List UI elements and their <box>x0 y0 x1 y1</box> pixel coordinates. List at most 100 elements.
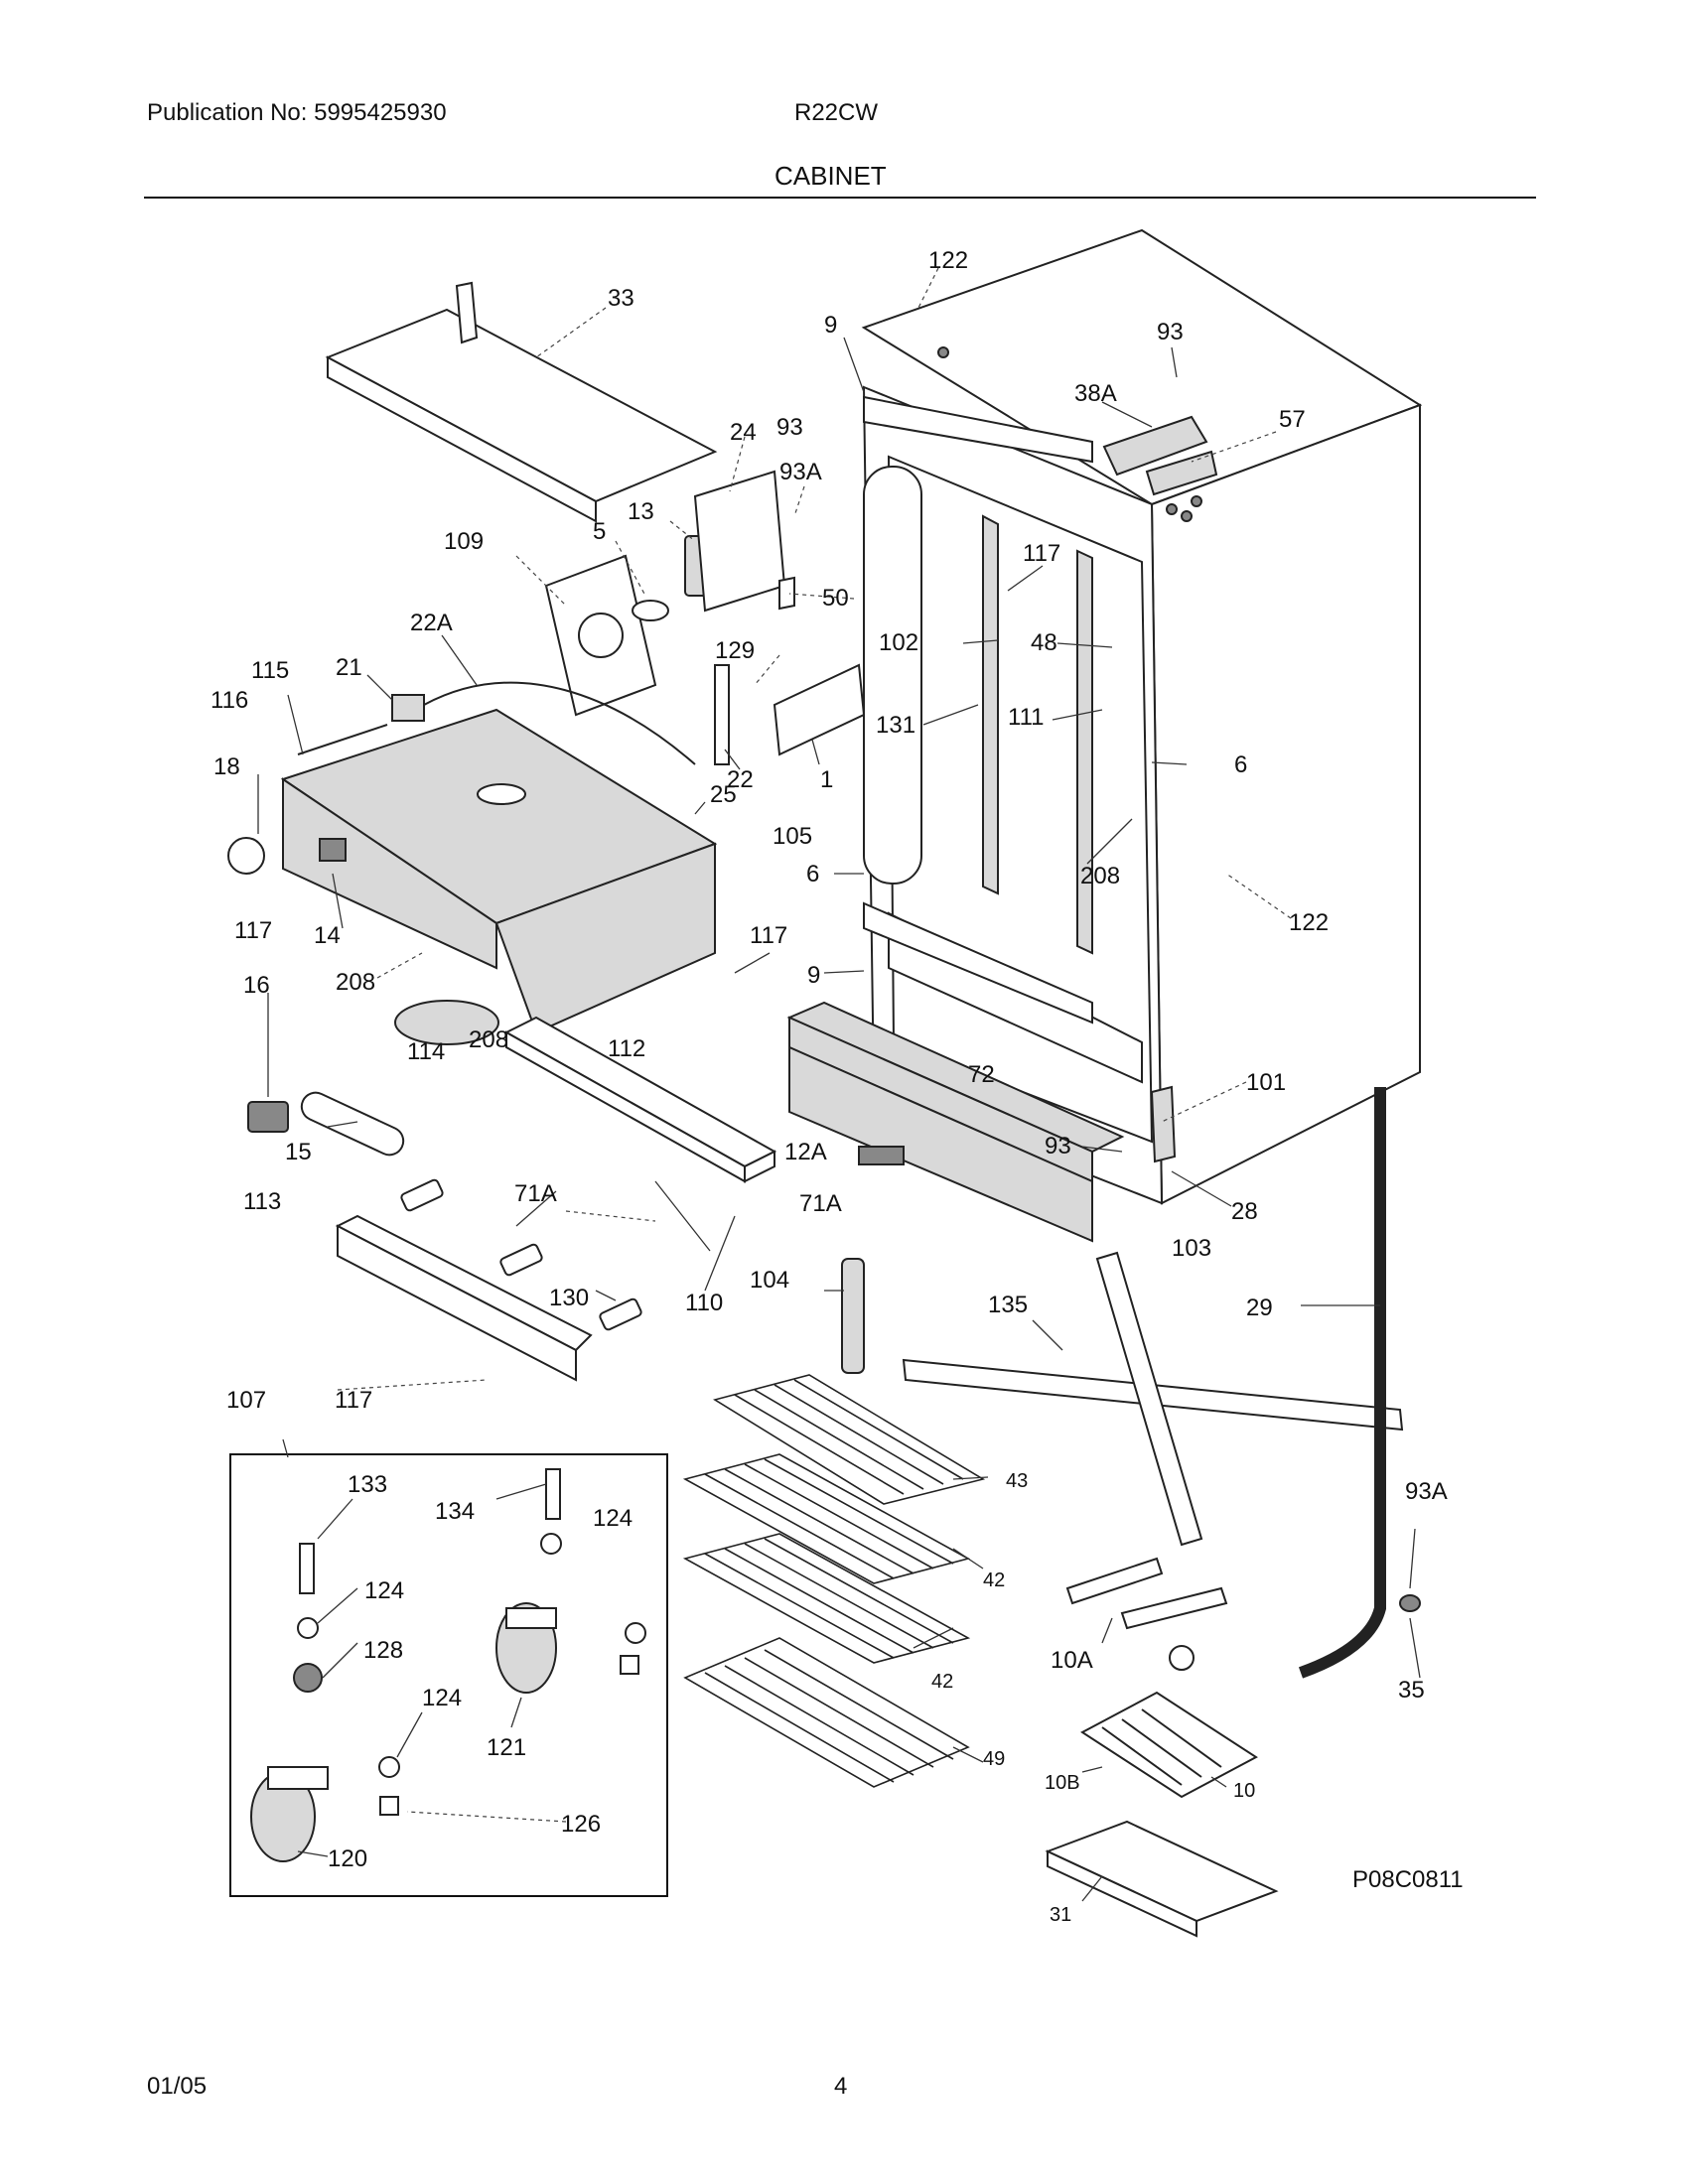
hinge-bottom <box>1150 1085 1177 1163</box>
wire-22a <box>423 681 696 765</box>
callout: 124 <box>364 1577 404 1604</box>
callout: 117 <box>1023 540 1060 567</box>
callout: 113 <box>243 1188 281 1215</box>
callout: 16 <box>243 972 270 999</box>
callout: 33 <box>608 285 634 312</box>
nut-126 <box>379 1655 639 1816</box>
callout: 38A <box>1074 380 1117 407</box>
callout: 93 <box>1157 319 1184 345</box>
header-rule <box>144 197 1536 199</box>
cabinet-shell <box>861 228 1423 1205</box>
callout: 93A <box>1405 1478 1448 1505</box>
callout: 103 <box>1172 1235 1211 1262</box>
top-cover <box>325 281 718 523</box>
callout: 9 <box>824 312 837 339</box>
callout: 48 <box>1031 629 1057 656</box>
switch-14 <box>319 838 347 862</box>
leg-130 <box>400 1178 642 1331</box>
callout: 134 <box>435 1498 475 1525</box>
control-box-21 <box>391 694 425 722</box>
drain-pan-31 <box>1045 1820 1279 1938</box>
callout: 130 <box>549 1285 589 1311</box>
page-number: 4 <box>834 2073 848 2100</box>
footer-date: 01/05 <box>147 2073 208 2100</box>
callout: 120 <box>328 1845 367 1872</box>
callout: 93A <box>779 459 822 485</box>
callout: 1 <box>820 766 833 793</box>
callout: 43 <box>1006 1470 1028 1492</box>
callout: 111 <box>1008 704 1044 731</box>
callout: 116 <box>211 687 248 714</box>
callout: 25 <box>710 781 737 808</box>
callout: 6 <box>806 861 819 887</box>
callout: 129 <box>715 637 755 664</box>
callout: 112 <box>608 1035 645 1062</box>
callout: 18 <box>213 753 240 780</box>
figure-code: P08C0811 <box>1352 1866 1464 1893</box>
callout: 12A <box>784 1139 827 1165</box>
drain-tube-29 <box>1298 1087 1386 1679</box>
leader-lines <box>257 267 1421 1902</box>
callout: 49 <box>983 1748 1005 1770</box>
kick-plate-72 <box>786 1001 1125 1243</box>
callout: 122 <box>1289 909 1329 936</box>
fan-motor <box>632 470 786 621</box>
callout: 31 <box>1050 1904 1071 1926</box>
bulb-15 <box>300 1091 405 1157</box>
bolt-134 <box>545 1468 561 1520</box>
callout: 117 <box>335 1387 372 1414</box>
callout: 42 <box>931 1671 953 1693</box>
callout: 107 <box>226 1387 266 1414</box>
callout: 133 <box>348 1471 387 1498</box>
bracket-50 <box>778 576 795 611</box>
bulb-guard-18 <box>227 837 265 875</box>
heater-10 <box>1080 1645 1258 1799</box>
caster-121 <box>495 1602 557 1694</box>
caster-120 <box>250 1766 329 1862</box>
callout: 102 <box>879 629 918 656</box>
callout: 101 <box>1246 1069 1286 1096</box>
callout: 42 <box>983 1570 1005 1591</box>
grille-113 <box>335 1214 593 1382</box>
publication-number: Publication No: 5995425930 <box>147 99 447 126</box>
callout: 13 <box>628 498 654 525</box>
caster-inset-box <box>229 1453 668 1897</box>
washer-124 <box>297 1533 646 1778</box>
callout: 131 <box>876 712 915 739</box>
shelf-49 <box>683 1637 970 1788</box>
callout: 22A <box>410 610 453 636</box>
callout: 122 <box>928 247 968 274</box>
shelf-43 <box>712 1374 986 1505</box>
callout: 50 <box>822 585 849 612</box>
callout: 24 <box>730 419 757 446</box>
light-shield-114 <box>394 1000 499 1045</box>
model-number: R22CW <box>794 99 879 126</box>
part-104 <box>841 1258 865 1374</box>
callout: 124 <box>422 1685 462 1711</box>
heater-strip-22 <box>714 664 730 765</box>
callout: 5 <box>593 518 606 545</box>
callout: 9 <box>807 962 820 989</box>
callout: 93 <box>776 414 803 441</box>
callout: 128 <box>363 1637 403 1664</box>
callout: 208 <box>336 969 375 996</box>
callout: 208 <box>469 1026 508 1053</box>
callout: 28 <box>1231 1198 1258 1225</box>
callout: 6 <box>1234 751 1247 778</box>
callout: 21 <box>336 654 362 681</box>
evaporator-cover <box>280 708 718 1034</box>
callout: 110 <box>685 1290 723 1316</box>
callout: 93 <box>1045 1133 1071 1160</box>
bolt-133 <box>299 1543 315 1594</box>
callout: 105 <box>773 823 812 850</box>
fan-shroud <box>544 554 657 717</box>
hinge-top <box>1102 415 1218 496</box>
socket-16 <box>247 1101 289 1133</box>
callout: 124 <box>593 1505 633 1532</box>
callout: 126 <box>561 1811 601 1838</box>
callout: 117 <box>234 917 272 944</box>
deflector-110 <box>503 1016 777 1183</box>
callout: 14 <box>314 922 341 949</box>
bracket-10a <box>1065 1557 1228 1630</box>
